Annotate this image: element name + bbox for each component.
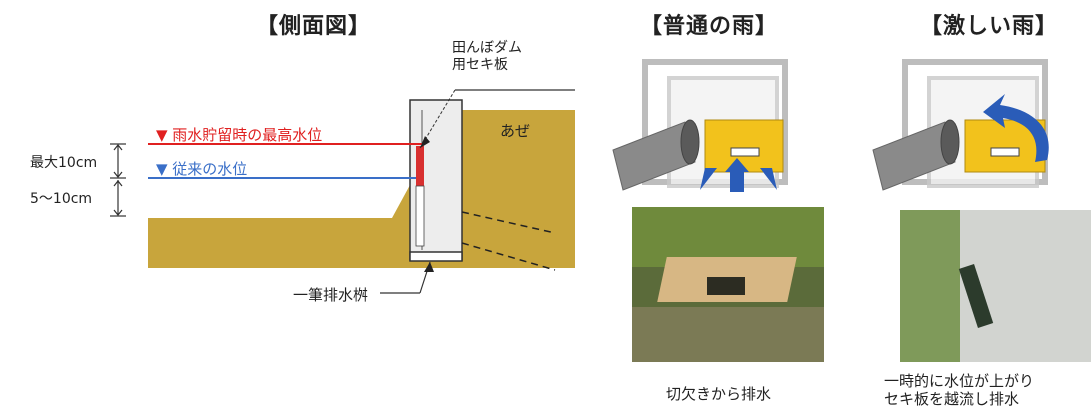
field-soil — [148, 110, 575, 268]
overflow-arrow — [983, 94, 1049, 162]
weir-board — [704, 119, 784, 173]
range-5-10cm-label: 5～10cm — [30, 191, 93, 207]
basin-base — [409, 251, 463, 262]
normal-rain-photo — [632, 207, 824, 362]
heavy-rain-photo — [900, 210, 1091, 362]
usual-water-level-label: ▼ 従来の水位 — [156, 160, 248, 178]
aze-label: あぜ — [500, 122, 531, 140]
weir-board-label: 田んぼダム 用セキ板 — [452, 40, 522, 73]
heavy-rain-caption-line1: 一時的に水位が上がり — [884, 372, 1035, 390]
drain-basin-label: 一筆排水桝 — [293, 286, 369, 304]
heavy-rain-caption-line2: セキ板を越流し排水 — [884, 390, 1020, 408]
weir-board — [416, 146, 424, 186]
dimension-markers — [110, 143, 126, 217]
max-water-level-label: ▼ 雨水貯留時の最高水位 — [156, 126, 323, 144]
normal-rain-illustration — [612, 59, 788, 192]
outlet-pipe — [612, 121, 696, 191]
drain-pipe — [461, 211, 556, 271]
side-view-diagram — [110, 89, 575, 294]
normal-rain-caption: 切欠きから排水 — [666, 385, 772, 403]
max-10cm-label: 最大10cm — [30, 155, 98, 171]
flow-arrows — [700, 158, 777, 192]
outlet-pipe — [872, 121, 956, 191]
normal-rain-title: 【普通の雨】 — [640, 14, 779, 39]
side-view-title: 【側面図】 — [256, 14, 372, 39]
heavy-rain-title: 【激しい雨】 — [920, 14, 1059, 39]
heavy-rain-illustration — [872, 59, 1049, 191]
